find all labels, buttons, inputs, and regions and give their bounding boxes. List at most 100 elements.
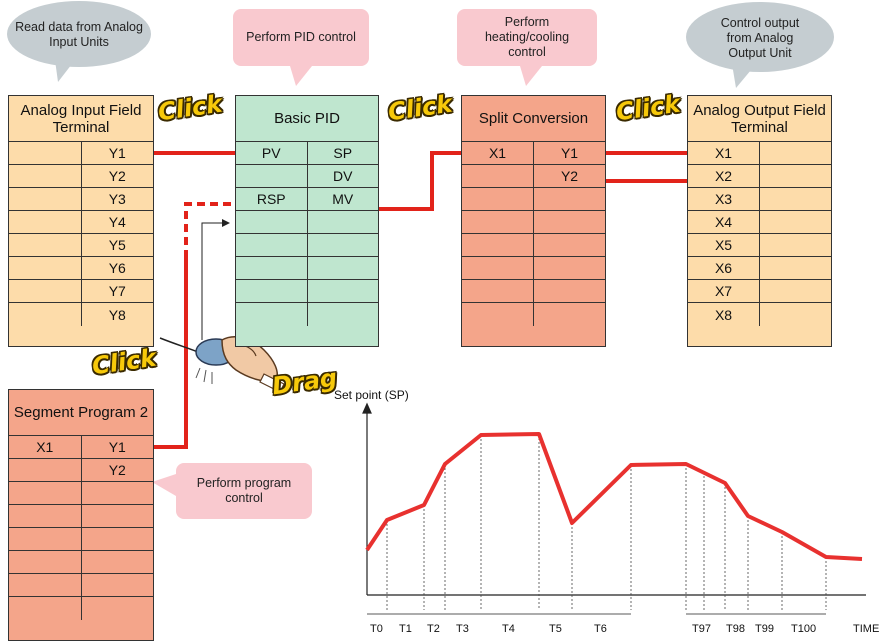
pid-cell xyxy=(236,257,307,279)
ao-cell xyxy=(759,280,831,302)
basic-pid-title: Basic PID xyxy=(236,96,378,142)
basic-pid-block[interactable]: Basic PID PV SP DV RSP MV xyxy=(235,95,379,347)
time-label-t6: T6 xyxy=(594,623,607,635)
ao-port-x7[interactable]: X7 xyxy=(714,283,733,299)
split-cell xyxy=(533,280,605,302)
pid-port-pv[interactable]: PV xyxy=(261,145,281,161)
split-port-x1[interactable]: X1 xyxy=(488,145,507,161)
chart-axes xyxy=(362,402,866,596)
pid-port-mv[interactable]: MV xyxy=(306,188,379,210)
ai-cell xyxy=(9,234,81,256)
time-label-t0: T0 xyxy=(370,623,383,635)
ao-port-x1[interactable]: X1 xyxy=(714,145,733,161)
seg-cell xyxy=(80,597,154,620)
wire-mv-to-split-x1 xyxy=(378,151,462,211)
ai-port-y3[interactable]: Y3 xyxy=(80,188,154,210)
ai-cell xyxy=(9,188,81,210)
seg-cell xyxy=(80,482,154,504)
split-port-y1[interactable]: Y1 xyxy=(533,142,605,164)
seg-cell xyxy=(9,505,81,527)
ai-port-y6[interactable]: Y6 xyxy=(80,257,154,279)
time-label-t98: T98 xyxy=(726,623,745,635)
split-cell xyxy=(533,211,605,233)
time-label-t3: T3 xyxy=(456,623,469,635)
seg-port-x1[interactable]: X1 xyxy=(36,439,54,455)
pid-cell xyxy=(236,303,307,326)
time-label-t100: T100 xyxy=(791,623,817,635)
time-label-t5: T5 xyxy=(549,623,562,635)
chart-y-axis-label: Set point (SP) xyxy=(334,388,409,402)
seg-port-y1[interactable]: Y1 xyxy=(80,436,154,458)
ai-port-y1[interactable]: Y1 xyxy=(80,142,154,164)
seg-cell xyxy=(9,528,81,550)
seg-cell xyxy=(9,551,81,573)
ao-cell xyxy=(759,303,831,326)
split-cell xyxy=(462,280,533,302)
split-conversion-block[interactable]: Split Conversion X1 Y1 Y2 xyxy=(461,95,606,347)
seg-cell xyxy=(80,551,154,573)
signal-wires xyxy=(153,151,688,449)
chart-x-axis-label: TIME xyxy=(853,623,880,635)
ai-port-y7[interactable]: Y7 xyxy=(80,280,154,302)
wire-segment-y1-up xyxy=(153,258,188,449)
seg-cell xyxy=(9,597,81,620)
set-point-profile-line xyxy=(365,432,863,561)
ai-cell xyxy=(9,142,81,164)
program-callout-pointer xyxy=(152,474,176,496)
split-callout-pointer xyxy=(520,66,542,86)
seg-cell xyxy=(80,574,154,596)
pid-cell xyxy=(306,234,379,256)
split-cell xyxy=(533,257,605,279)
pid-cell xyxy=(306,303,379,326)
pid-cell xyxy=(236,165,307,187)
ai-port-y4[interactable]: Y4 xyxy=(80,211,154,233)
ao-port-x8[interactable]: X8 xyxy=(714,306,733,323)
ao-port-x3[interactable]: X3 xyxy=(714,191,733,207)
segment-program-title: Segment Program 2 xyxy=(9,390,153,436)
seg-port-y2[interactable]: Y2 xyxy=(80,459,154,481)
ai-port-y2[interactable]: Y2 xyxy=(80,165,154,187)
split-cell xyxy=(462,165,533,187)
ai-port-y5[interactable]: Y5 xyxy=(80,234,154,256)
split-cell xyxy=(533,303,605,326)
split-cell xyxy=(462,257,533,279)
split-cell xyxy=(462,188,533,210)
time-label-t99: T99 xyxy=(755,623,774,635)
pid-port-dv[interactable]: DV xyxy=(306,165,379,187)
ao-cell xyxy=(759,165,831,187)
split-port-y2[interactable]: Y2 xyxy=(533,165,605,187)
program-callout: Perform program control xyxy=(176,463,312,519)
analog-output-terminal-block[interactable]: Analog Output Field Terminal X1 X2 X3 X4… xyxy=(687,95,832,347)
pid-callout-pointer xyxy=(290,66,312,86)
seg-cell xyxy=(80,528,154,550)
split-conversion-title: Split Conversion xyxy=(462,96,605,142)
ao-port-x2[interactable]: X2 xyxy=(714,168,733,184)
chart-time-gridlines xyxy=(386,434,827,610)
split-cell xyxy=(462,234,533,256)
pid-cell xyxy=(236,234,307,256)
ao-cell xyxy=(759,211,831,233)
ao-port-x5[interactable]: X5 xyxy=(714,237,733,253)
pid-cell xyxy=(236,280,307,302)
y-axis-arrow xyxy=(362,402,372,414)
ao-cell xyxy=(759,142,831,164)
seg-cell xyxy=(9,459,81,481)
pid-port-sp[interactable]: SP xyxy=(306,142,379,164)
mouse-hand-icon xyxy=(159,336,285,393)
ai-port-y8[interactable]: Y8 xyxy=(80,303,154,326)
ao-port-x4[interactable]: X4 xyxy=(714,214,733,230)
pid-cell xyxy=(236,211,307,233)
time-label-t4: T4 xyxy=(502,623,515,635)
pid-cell xyxy=(306,280,379,302)
split-callout: Perform heating/cooling control xyxy=(457,9,597,66)
split-cell xyxy=(462,303,533,326)
time-label-t97: T97 xyxy=(692,623,711,635)
analog-input-terminal-block[interactable]: Analog Input Field Terminal Y1 Y2 Y3 Y4 … xyxy=(8,95,154,347)
seg-cell xyxy=(9,482,81,504)
ao-port-x6[interactable]: X6 xyxy=(714,260,733,276)
analog-output-callout-bubble xyxy=(686,2,834,88)
ai-cell xyxy=(9,280,81,302)
segment-program-block[interactable]: Segment Program 2 X1 Y1 Y2 xyxy=(8,389,154,641)
pid-port-rsp[interactable]: RSP xyxy=(256,191,286,207)
